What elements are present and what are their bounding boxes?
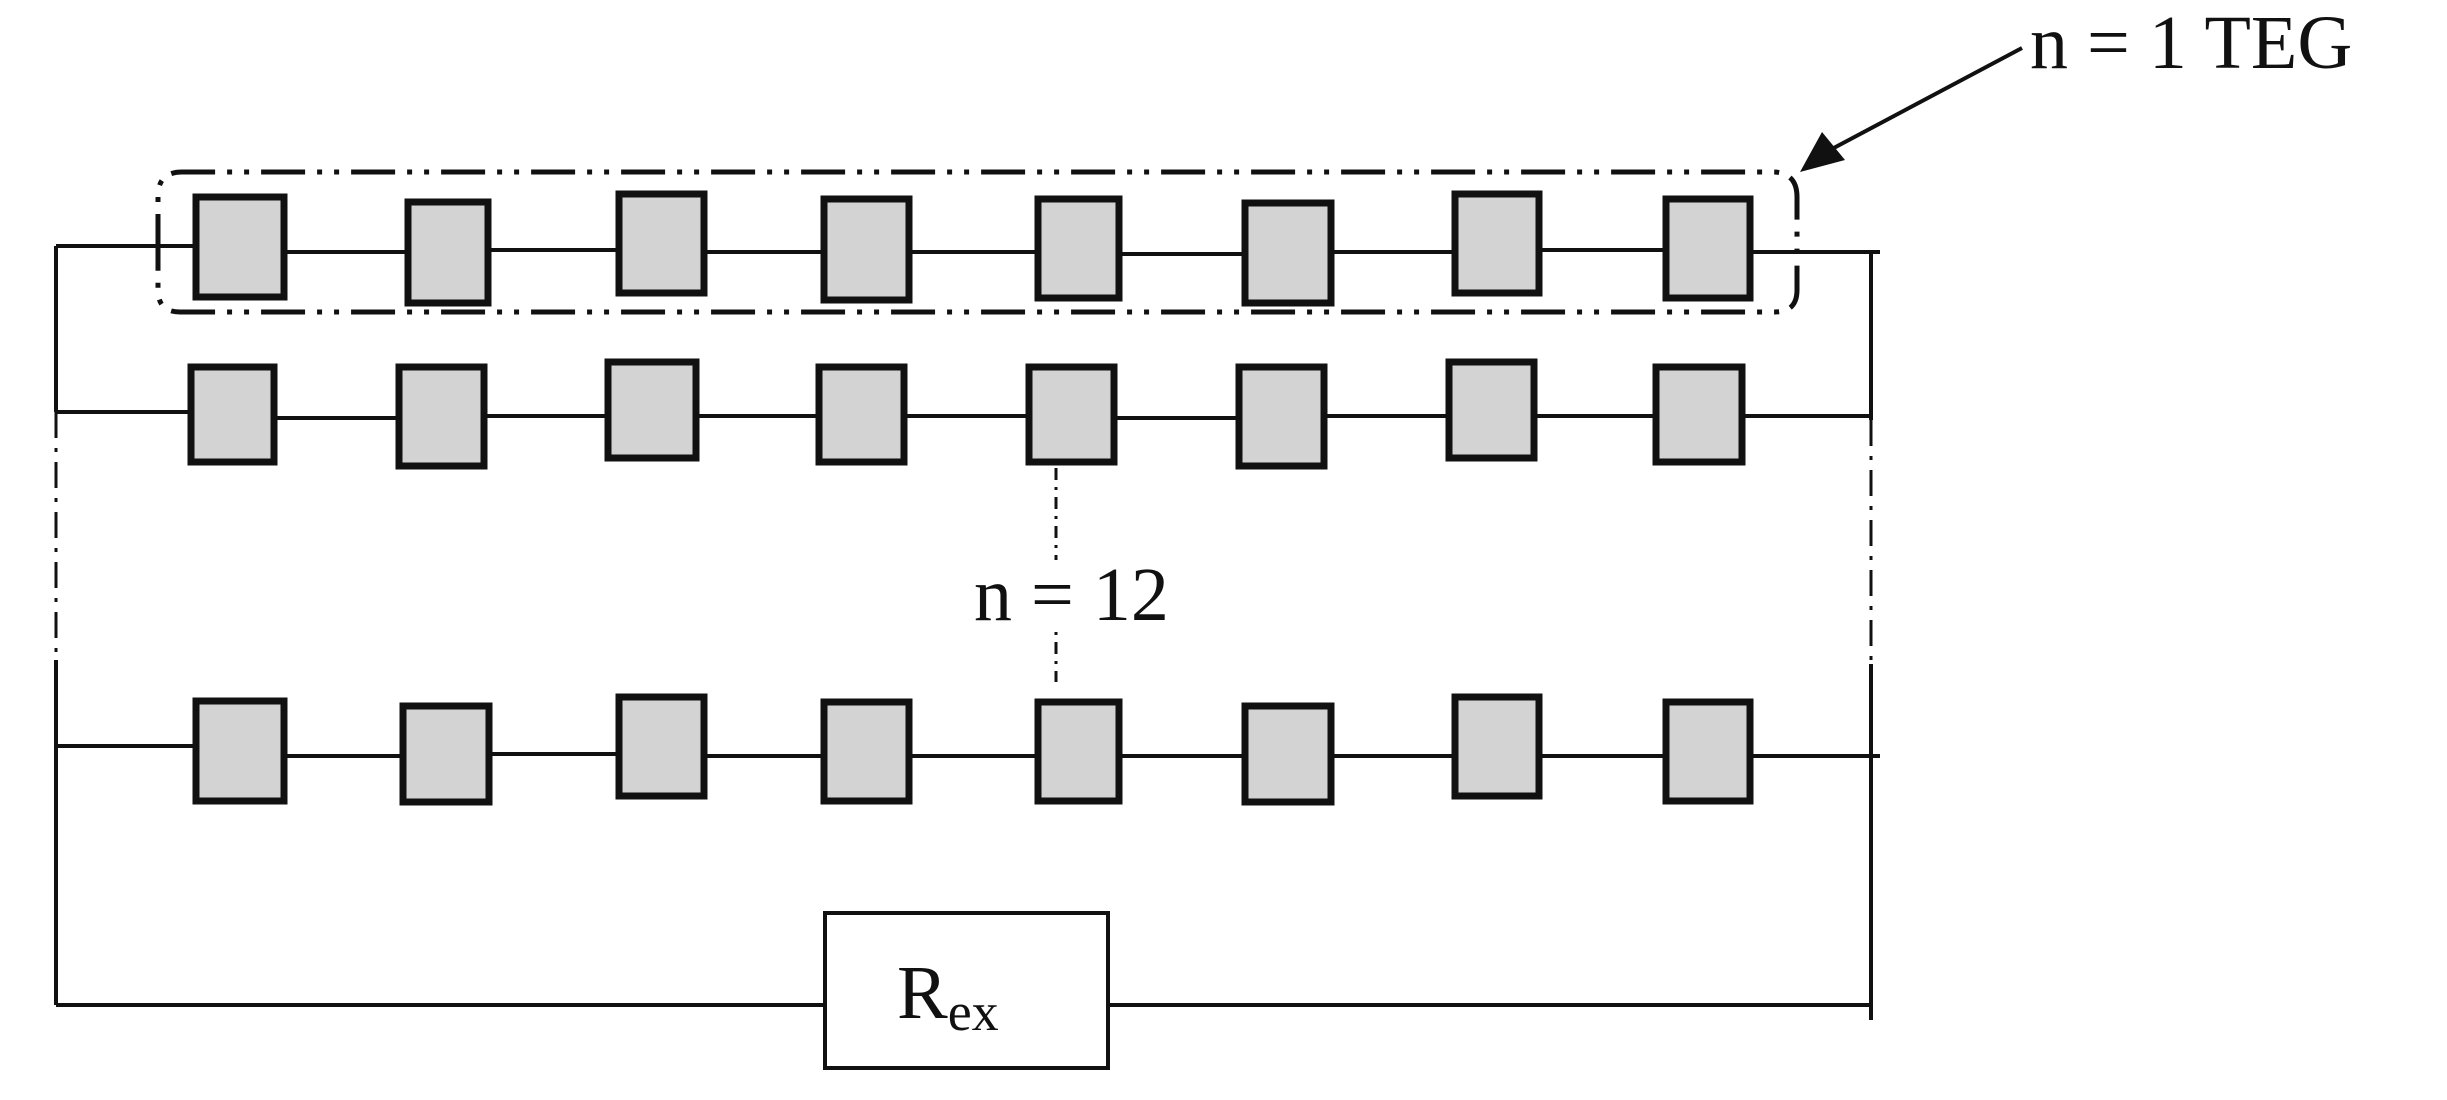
rows-label: n = 12 — [974, 553, 1169, 637]
teg-module — [615, 190, 708, 297]
teg-pointer-arrow — [1800, 46, 2023, 172]
teg-module — [1451, 190, 1543, 297]
teg-module — [1025, 363, 1118, 466]
teg-module — [815, 363, 908, 466]
teg-module — [1662, 195, 1754, 302]
teg-module — [1235, 363, 1328, 470]
teg-modules — [187, 190, 1754, 806]
row-wires — [56, 244, 1880, 1007]
teg-module — [395, 363, 488, 470]
external-resistor — [823, 911, 1110, 1070]
teg-module — [1034, 698, 1123, 805]
teg-module — [1451, 693, 1543, 800]
rows-label-backdrop — [970, 560, 1210, 630]
teg-module — [1241, 702, 1335, 806]
resistor-label-main: R — [897, 951, 948, 1035]
teg-module — [399, 702, 493, 806]
resistor-label-sub: ex — [948, 982, 999, 1042]
teg-module — [1445, 358, 1538, 462]
teg-selection-outline — [155, 169, 1800, 315]
teg-module — [615, 693, 708, 800]
teg-module — [1034, 195, 1123, 302]
resistor-label: Rex — [897, 951, 999, 1042]
teg-module — [404, 198, 492, 307]
teg-module — [820, 698, 913, 805]
teg-module — [1662, 698, 1754, 805]
teg-module — [1652, 363, 1746, 466]
teg-module — [192, 193, 288, 301]
teg-module — [1241, 199, 1335, 307]
teg-label: n = 1 TEG — [2030, 1, 2352, 85]
teg-module — [604, 358, 700, 462]
teg-module — [187, 363, 278, 466]
teg-module — [192, 697, 288, 805]
teg-module — [820, 195, 913, 304]
